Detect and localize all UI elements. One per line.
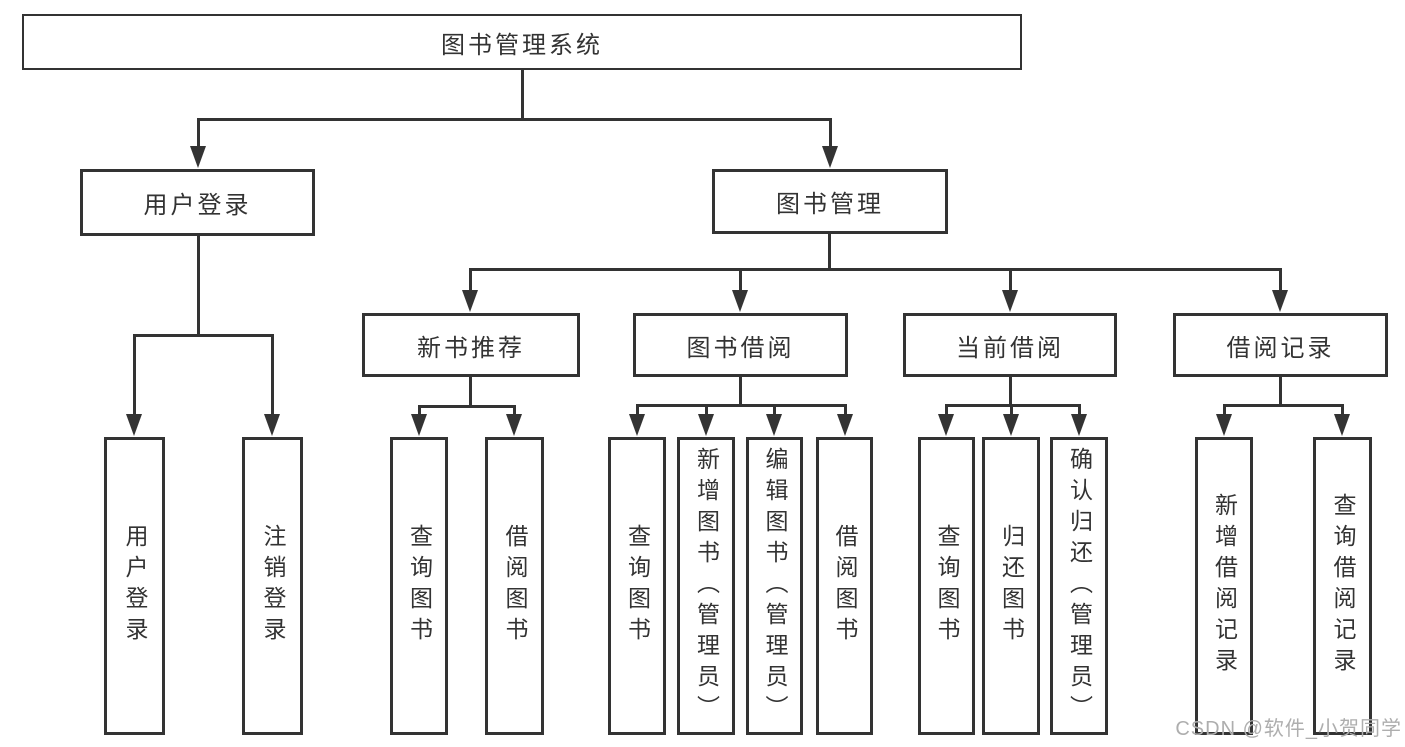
arrow-down-icon	[1272, 290, 1288, 312]
connector-line	[132, 333, 274, 337]
connector-line	[1340, 405, 1344, 416]
connector-line	[1222, 403, 1344, 407]
connector-line	[704, 405, 708, 416]
connector-line	[270, 335, 274, 416]
arrow-down-icon	[837, 414, 853, 436]
connector-line	[944, 405, 948, 416]
connector-line	[468, 267, 1282, 271]
connector-line	[196, 117, 832, 121]
connector-line	[512, 406, 516, 416]
leaf-newrec-query-books: 查询图书	[390, 437, 448, 735]
node-label: 查询图书	[406, 524, 433, 648]
node-book-management: 图书管理	[712, 169, 948, 234]
node-label: 查询图书	[934, 524, 960, 648]
node-label: 新书推荐	[417, 334, 525, 362]
node-label: 图书借阅	[686, 334, 795, 362]
connector-line	[520, 68, 524, 121]
connector-line	[738, 375, 742, 407]
connector-line	[635, 405, 639, 416]
node-label: 新增图书（管理员）	[693, 446, 720, 726]
arrow-down-icon	[190, 146, 206, 168]
watermark: CSDN @软件_小贺同学	[1175, 718, 1402, 740]
arrow-down-icon	[1003, 414, 1019, 436]
connector-line	[132, 335, 136, 416]
arrow-down-icon	[462, 290, 478, 312]
arrow-down-icon	[698, 414, 714, 436]
leaf-current-confirm-return-admin: 确认归还（管理员）	[1050, 437, 1108, 735]
arrow-down-icon	[1071, 414, 1087, 436]
leaf-borrow-query-books: 查询图书	[608, 437, 666, 735]
connector-line	[828, 119, 832, 148]
node-user-login: 用户登录	[80, 169, 315, 236]
connector-line	[827, 232, 831, 271]
leaf-user-login: 用户登录	[104, 437, 165, 735]
arrow-down-icon	[1216, 414, 1232, 436]
node-label: 查询借阅记录	[1330, 493, 1356, 679]
leaf-logout: 注销登录	[242, 437, 303, 735]
connector-line	[468, 269, 472, 292]
node-label: 查询图书	[624, 524, 651, 648]
leaf-newrec-borrow-books: 借阅图书	[485, 437, 544, 735]
node-library-management-system: 图书管理系统	[22, 14, 1022, 70]
connector-line	[1077, 405, 1081, 416]
leaf-current-return-books: 归还图书	[982, 437, 1040, 735]
connector-line	[468, 375, 472, 408]
connector-line	[1278, 375, 1282, 407]
node-label: 借阅图书	[502, 524, 528, 648]
node-borrowing-records: 借阅记录	[1173, 313, 1388, 377]
connector-line	[944, 403, 1081, 407]
leaf-records-query-record: 查询借阅记录	[1313, 437, 1372, 735]
node-label: 借阅记录	[1226, 334, 1335, 362]
connector-line	[417, 404, 516, 408]
node-label: 当前借阅	[956, 334, 1064, 362]
arrow-down-icon	[766, 414, 782, 436]
node-label: 用户登录	[143, 192, 252, 219]
connector-line	[1278, 269, 1282, 292]
node-label: 图书管理系统	[441, 31, 603, 59]
node-label: 新增借阅记录	[1211, 493, 1238, 679]
connector-line	[738, 269, 742, 292]
arrow-down-icon	[938, 414, 954, 436]
arrow-down-icon	[629, 414, 645, 436]
connector-line	[1008, 375, 1012, 407]
arrow-down-icon	[1002, 290, 1018, 312]
node-label: 归还图书	[998, 524, 1025, 648]
connector-line	[1222, 405, 1226, 416]
node-current-borrowing: 当前借阅	[903, 313, 1117, 377]
connector-line	[635, 403, 847, 407]
arrow-down-icon	[506, 414, 522, 436]
node-label: 图书管理	[776, 191, 884, 218]
connector-line	[196, 234, 200, 337]
node-new-book-recommend: 新书推荐	[362, 313, 580, 377]
arrow-down-icon	[732, 290, 748, 312]
connector-line	[843, 405, 847, 416]
node-label: 确认归还（管理员）	[1066, 446, 1093, 726]
leaf-records-add-record: 新增借阅记录	[1195, 437, 1253, 735]
connector-line	[1008, 269, 1012, 292]
arrow-down-icon	[264, 414, 280, 436]
node-label: 借阅图书	[832, 524, 858, 648]
connector-line	[417, 406, 421, 416]
arrow-down-icon	[411, 414, 427, 436]
node-label: 用户登录	[122, 524, 148, 648]
leaf-borrow-edit-books-admin: 编辑图书（管理员）	[746, 437, 803, 735]
leaf-borrow-add-books-admin: 新增图书（管理员）	[677, 437, 735, 735]
node-label: 注销登录	[260, 524, 286, 648]
node-label: 编辑图书（管理员）	[762, 446, 788, 726]
leaf-current-query-books: 查询图书	[918, 437, 975, 735]
arrow-down-icon	[1334, 414, 1350, 436]
leaf-borrow-borrow-books: 借阅图书	[816, 437, 873, 735]
arrow-down-icon	[822, 146, 838, 168]
connector-line	[772, 405, 776, 416]
connector-line	[196, 119, 200, 148]
arrow-down-icon	[126, 414, 142, 436]
node-book-borrowing: 图书借阅	[633, 313, 848, 377]
connector-line	[1009, 405, 1013, 416]
